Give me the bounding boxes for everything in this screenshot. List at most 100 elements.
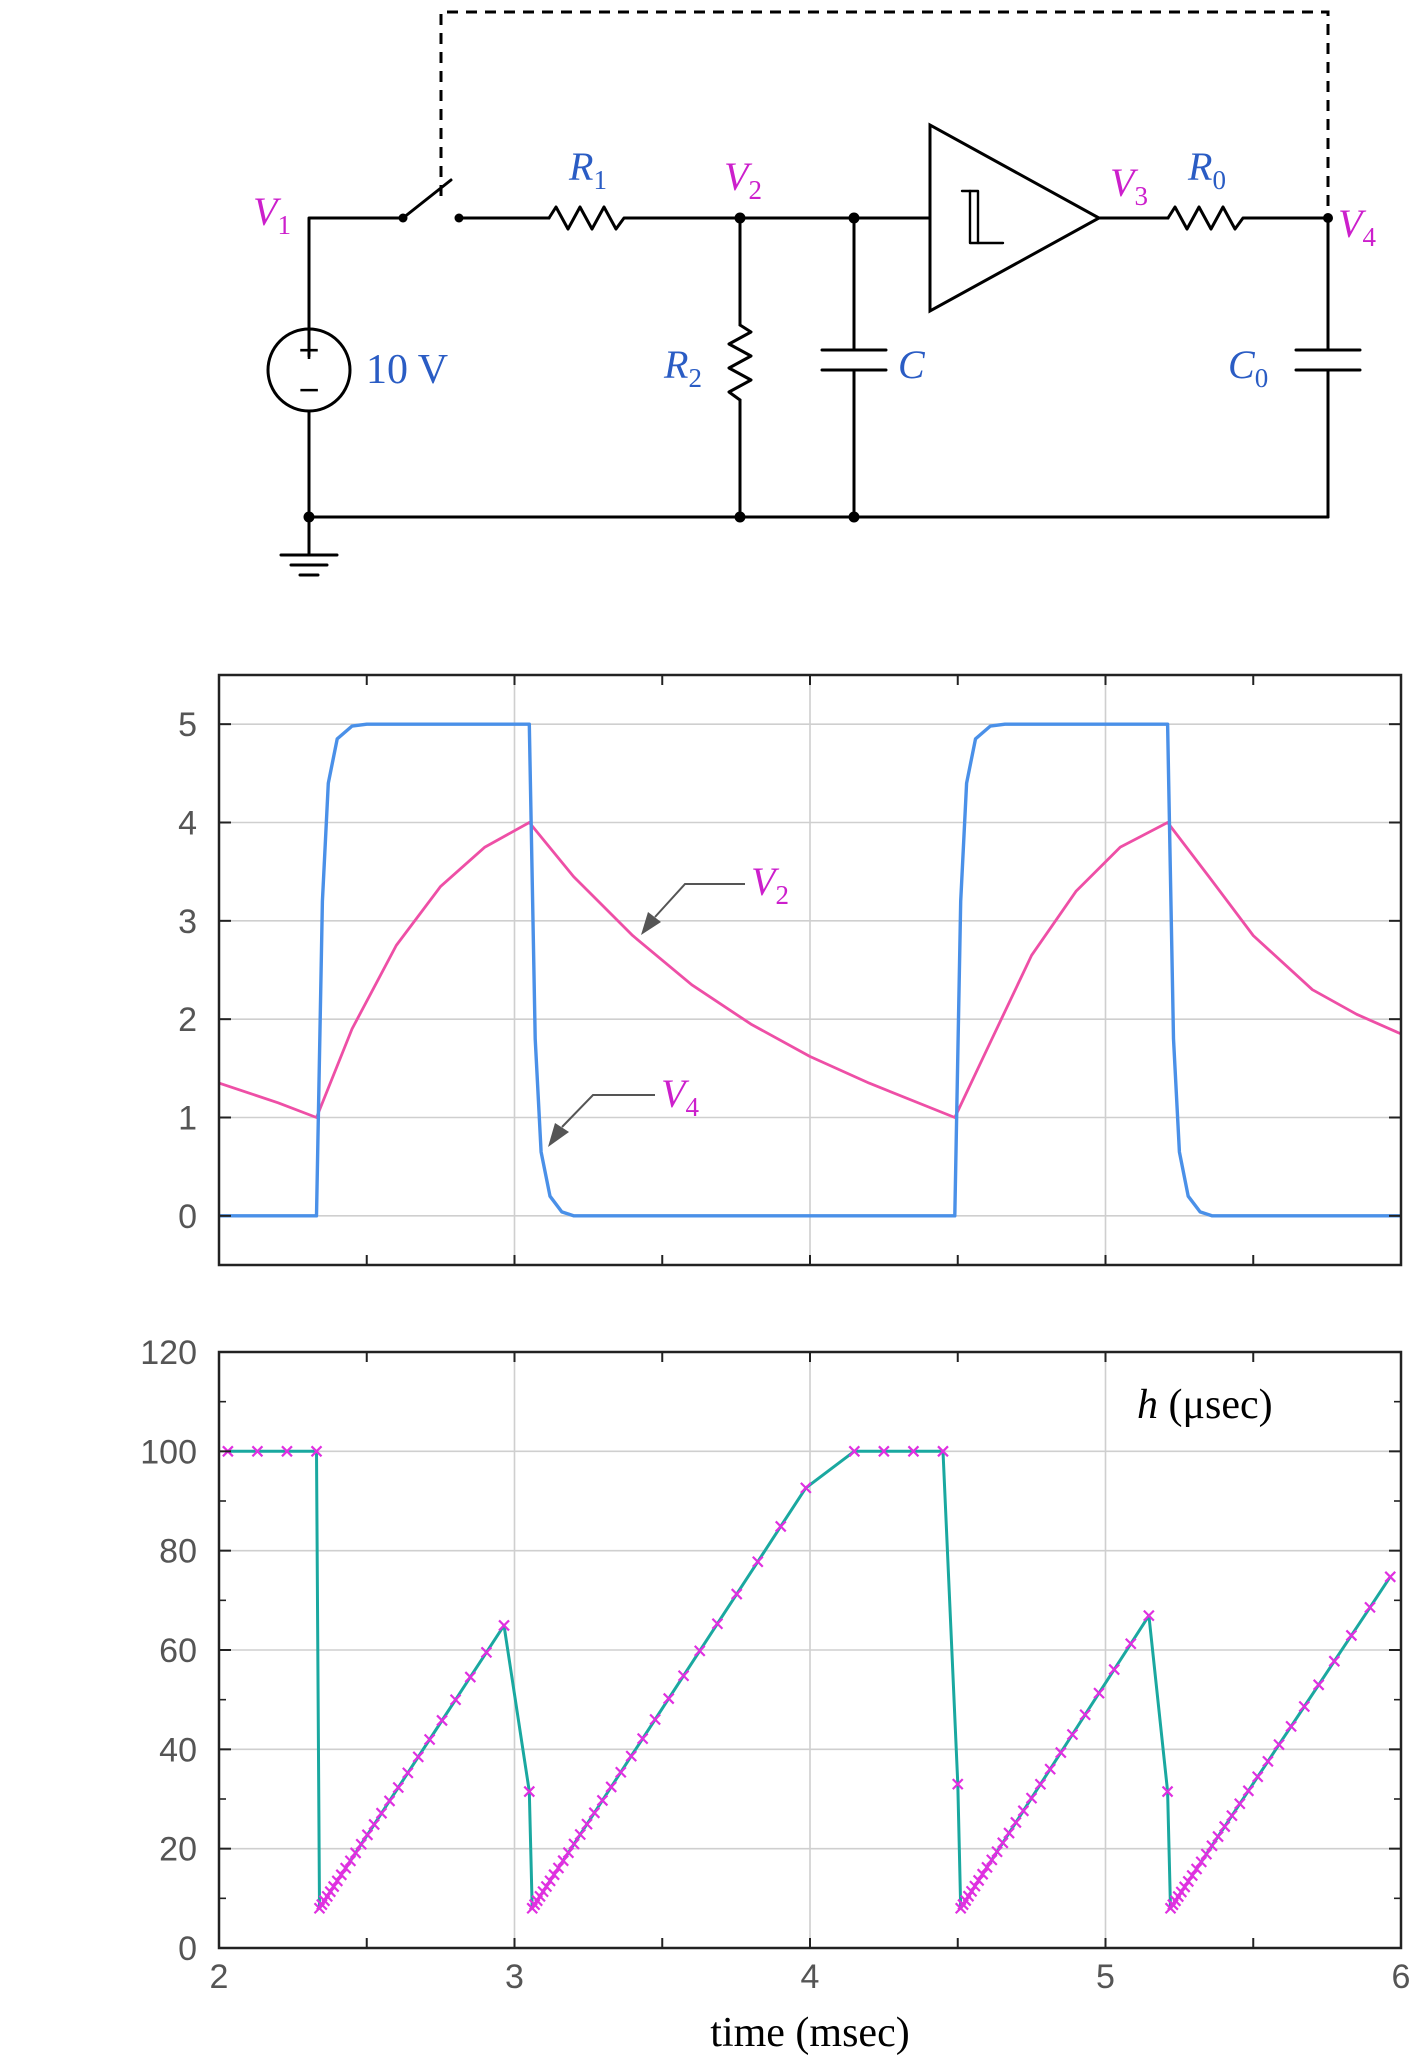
chart1-ytick-label: 5 [178, 706, 197, 744]
resistor-r0 [1166, 205, 1252, 231]
step-size-marker [1384, 1571, 1397, 1583]
v2-annotation: V2 [641, 859, 789, 935]
step-size-marker [574, 1828, 587, 1841]
chart1-ytick-label: 2 [178, 1001, 197, 1039]
step-size-marker [751, 1555, 764, 1568]
step-size-marker [1003, 1827, 1015, 1839]
step-size-marker [800, 1482, 812, 1494]
chart2-xtick-label: 2 [210, 1958, 229, 1996]
voltage-source: + − [266, 327, 352, 413]
chart2-grid [219, 1352, 1401, 1948]
step-size-marker [907, 1445, 920, 1458]
chart1-series [218, 722, 1402, 1218]
step-size-marker [625, 1750, 638, 1762]
step-size-marker [375, 1807, 388, 1819]
chart2-xtick-label: 4 [801, 1958, 820, 1996]
step-size-marker [544, 1875, 556, 1887]
step-size-marker [878, 1445, 890, 1458]
step-size-marker [557, 1854, 569, 1867]
step-size-marker [1345, 1629, 1358, 1642]
label-v3: V3 [1110, 160, 1148, 211]
step-size-marker [981, 1861, 993, 1874]
v2-series-line [218, 821, 1402, 1119]
step-size-marker [349, 1847, 362, 1859]
step-size-marker [281, 1445, 293, 1458]
step-size-marker [368, 1818, 380, 1831]
v4-annotation: V4 [548, 1071, 699, 1147]
chart2-xtick-label: 3 [505, 1958, 524, 1996]
step-size-marker [552, 1862, 565, 1874]
step-size-marker [1025, 1792, 1038, 1804]
step-size-marker [355, 1838, 368, 1851]
chart2-xlabel: time (msec) [710, 2010, 909, 2056]
step-size-marker [711, 1617, 724, 1630]
step-size-marker [969, 1880, 981, 1892]
step-size-marker [1190, 1863, 1203, 1875]
source-minus: − [298, 369, 319, 410]
label-v2: V2 [724, 154, 762, 205]
v4-pointer-arrow [548, 1123, 569, 1147]
step-size-marker [965, 1885, 978, 1898]
chart1-ytick-label: 3 [178, 903, 197, 941]
step-size-marker [1066, 1728, 1079, 1741]
step-size-marker [1312, 1679, 1325, 1691]
step-size-marker [986, 1854, 998, 1866]
step-size-marker [1010, 1816, 1022, 1829]
step-size-marker [1017, 1805, 1030, 1817]
feedback-dashed-line [439, 10, 1330, 215]
v2-pointer-line [654, 883, 745, 918]
step-size-marker [1298, 1700, 1311, 1713]
chart1-grid [219, 675, 1401, 1265]
step-size-marker [1218, 1820, 1231, 1833]
step-size-marker [568, 1838, 580, 1850]
label-v1: V1 [253, 189, 291, 240]
step-size-marker [335, 1869, 348, 1881]
v2-pointer-arrow [641, 912, 661, 935]
chart2-series [222, 1445, 1397, 1915]
source-plus: + [298, 329, 319, 370]
hysteresis-icon [960, 189, 980, 245]
step-size-marker [1108, 1663, 1120, 1676]
step-size-marker [1178, 1881, 1191, 1893]
step-size-marker [1242, 1785, 1255, 1797]
chart2-ytick-label: 60 [159, 1632, 197, 1670]
step-size-marker [537, 1885, 549, 1898]
step-size-marker [1285, 1720, 1297, 1733]
step-size-marker [310, 1445, 323, 1458]
label-r1: R1 [568, 144, 607, 195]
chart2-ytick-label: 20 [159, 1831, 197, 1869]
step-size-marker [548, 1868, 560, 1881]
chart2-ytick-label: 100 [140, 1433, 197, 1471]
step-size-marker [498, 1619, 510, 1632]
step-size-marker [1212, 1830, 1224, 1843]
step-size-marker [997, 1837, 1009, 1849]
v4-pointer-line [561, 1094, 655, 1128]
step-size-marker [361, 1829, 374, 1841]
step-size-marker [423, 1733, 436, 1746]
step-size-marker [1055, 1746, 1067, 1759]
ground-icon [279, 515, 339, 577]
step-size-marker [774, 1520, 787, 1533]
step-size-marker [402, 1767, 414, 1779]
label-c: C [898, 342, 926, 387]
step-size-marker [412, 1751, 425, 1763]
step-size-marker [1079, 1708, 1091, 1721]
label-c0: C0 [1228, 342, 1268, 393]
step-size-marker [344, 1855, 357, 1867]
step-size-marker [951, 1778, 964, 1790]
chart2-xtick-label: 5 [1096, 1958, 1115, 1996]
step-size-marker [1034, 1778, 1047, 1791]
step-size-marker [383, 1795, 396, 1807]
schmitt-trigger-buffer [928, 122, 1103, 314]
step-size-marker [615, 1766, 627, 1778]
step-size-marker [636, 1732, 649, 1745]
step-size-marker [972, 1874, 985, 1887]
chart2-ytick-label: 40 [159, 1731, 197, 1769]
step-size-marker [562, 1846, 575, 1859]
label-r2: R2 [663, 342, 702, 393]
chart2-annotation: h (μsec) [1137, 1382, 1273, 1428]
